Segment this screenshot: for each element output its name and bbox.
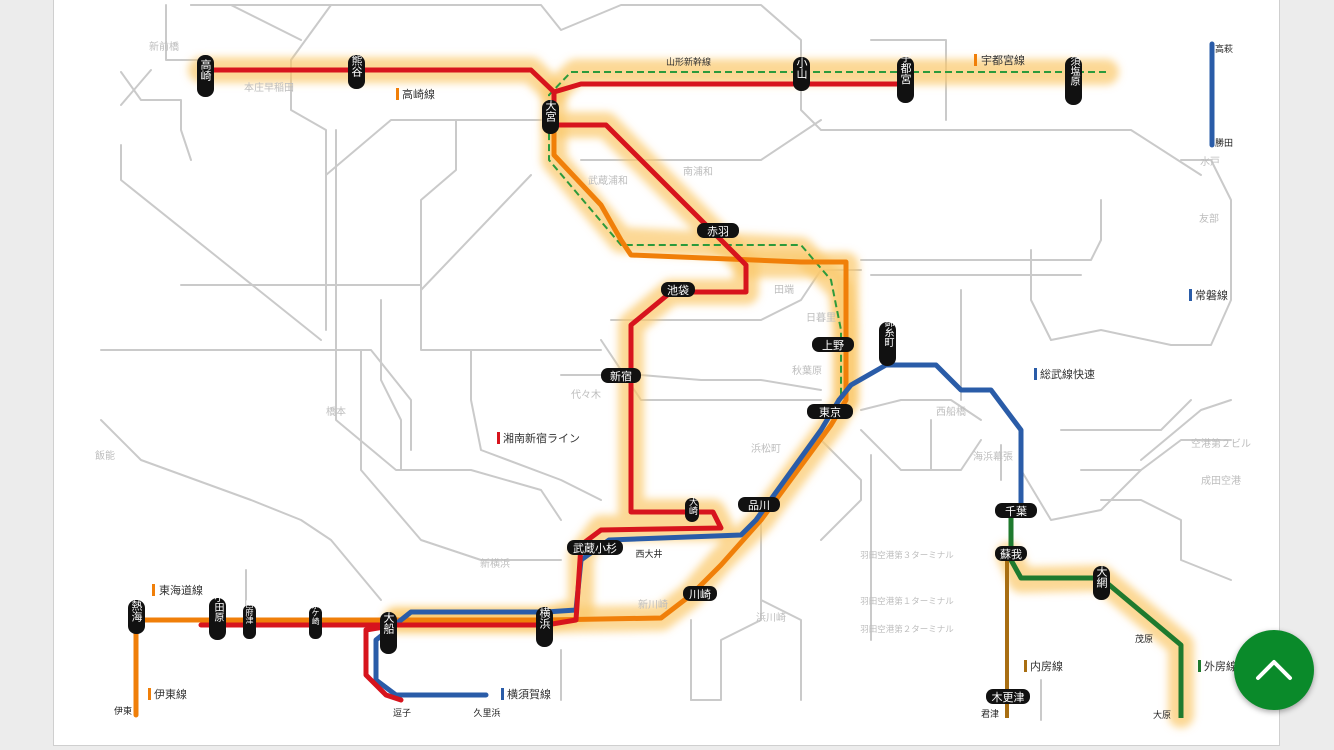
scroll-to-top-button[interactable] — [1234, 630, 1314, 710]
route-map-svg: 新前橋 本庄早稲田 武蔵浦和 南浦和 田端 日暮里 秋葉原 代々木 浜松町 新横… — [95, 4, 1251, 728]
station-chiba: 千葉 — [1005, 504, 1027, 518]
station-pills-horizontal: 赤羽 池袋 上野 新宿 東京 品川 武蔵小杉 川崎 千葉 蘇我 木更津 — [567, 223, 1037, 704]
legend-uchibo: 内房線 — [1030, 659, 1063, 673]
station-takahagi: 高萩 — [1215, 43, 1233, 55]
station-yokohama: 横浜 — [538, 606, 551, 630]
faint-haneda-t1: 羽田空港第１ターミナル — [860, 596, 954, 607]
station-nasushiobara: 那須塩原 — [1068, 46, 1080, 86]
station-kisarazu: 木更津 — [992, 691, 1025, 704]
station-kozu: 国府津 — [245, 600, 254, 625]
station-shinjuku: 新宿 — [610, 369, 632, 383]
station-ohara: 大原 — [1153, 709, 1171, 721]
station-odawara: 小田原 — [212, 592, 224, 622]
faint-shinyokohama: 新横浜 — [480, 557, 510, 570]
station-takasaki: 高崎 — [199, 58, 212, 81]
station-pills-vertical: 高崎 熊谷 小山 宇都宮 那須塩原 大宮 錦糸町 大崎 横浜 大船 熱海 小田原… — [128, 46, 1110, 654]
station-mobara: 茂原 — [1135, 633, 1153, 645]
station-katsuta: 勝田 — [1215, 137, 1233, 149]
faint-nishifunabashi: 西船橋 — [936, 405, 966, 418]
station-kinshicho: 錦糸町 — [882, 316, 894, 347]
station-soga: 蘇我 — [1000, 548, 1022, 561]
legend-shonan: 湘南新宿ライン — [503, 431, 580, 445]
station-ikebukuro: 池袋 — [667, 283, 689, 297]
station-tokyo: 東京 — [819, 405, 841, 419]
faint-labels: 新前橋 本庄早稲田 武蔵浦和 南浦和 田端 日暮里 秋葉原 代々木 浜松町 新横… — [95, 40, 1251, 635]
faint-honjo: 本庄早稲田 — [244, 81, 294, 94]
faint-hamamatsucho: 浜松町 — [751, 442, 781, 455]
station-musashikosugi: 武蔵小杉 — [573, 541, 617, 555]
faint-mito: 水戸 — [1200, 156, 1220, 168]
faint-hashimoto: 橋本 — [326, 405, 346, 418]
station-oyama: 小山 — [795, 57, 808, 79]
legend-joban: 常磐線 — [1195, 288, 1228, 302]
legend-takasaki: 高崎線 — [402, 87, 435, 101]
station-nishioi: 西大井 — [635, 548, 662, 560]
station-kimitsu: 君津 — [981, 709, 999, 720]
legend-tokaido: 東海道線 — [159, 583, 203, 597]
faint-akihabara: 秋葉原 — [792, 364, 822, 377]
station-shinagawa: 品川 — [748, 499, 770, 512]
faint-musashiurawa: 武蔵浦和 — [588, 174, 628, 187]
shinkansen-line — [548, 71, 1106, 395]
legend-yokosuka: 横須賀線 — [507, 687, 551, 701]
legend-yamagata: 山形新幹線 — [666, 56, 711, 68]
legend-sotobo: 外房線 — [1204, 659, 1237, 673]
station-atami: 熱海 — [130, 600, 143, 623]
faint-yoyogi: 代々木 — [571, 389, 601, 401]
faint-minamiurawa: 南浦和 — [683, 165, 713, 178]
faint-tabata: 田端 — [774, 283, 794, 296]
station-kurihama: 久里浜 — [473, 707, 500, 719]
legend: 宇都宮線 高崎線 山形新幹線 湘南新宿ライン 東海道線 伊東線 横須賀線 常磐線… — [148, 53, 1237, 701]
station-utsunomiya: 宇都宮 — [899, 51, 912, 85]
faint-shinmaebashi: 新前橋 — [149, 40, 179, 53]
faint-shinkawasaki: 新川崎 — [638, 598, 668, 611]
station-kumagaya: 熊谷 — [350, 54, 363, 78]
station-chigasaki: 茅ケ崎 — [311, 600, 320, 625]
station-ofuna: 大船 — [382, 611, 395, 635]
station-oami: 大網 — [1095, 565, 1108, 589]
faint-airport-t2: 空港第２ビル — [1191, 437, 1251, 450]
legend-utsunomiya: 宇都宮線 — [981, 53, 1025, 67]
small-station-labels: 高萩 勝田 西大井 逗子 久里浜 伊東 茂原 大原 君津 — [114, 43, 1233, 721]
faint-nippori: 日暮里 — [806, 311, 836, 324]
legend-sobu: 総武線快速 — [1040, 367, 1095, 381]
route-map: 新前橋 本庄早稲田 武蔵浦和 南浦和 田端 日暮里 秋葉原 代々木 浜松町 新横… — [53, 0, 1280, 746]
background-network — [100, 4, 1232, 721]
station-akabane: 赤羽 — [707, 225, 729, 238]
station-ueno: 上野 — [822, 339, 844, 352]
faint-hamakawasaki: 浜川崎 — [756, 611, 786, 624]
station-omiya: 大宮 — [544, 99, 557, 123]
station-osaki: 大崎 — [687, 496, 698, 515]
station-ito: 伊東 — [114, 705, 132, 717]
chevron-up-icon — [1256, 660, 1292, 680]
shonan-shinjuku-line — [198, 67, 904, 703]
faint-tomobe: 友部 — [1199, 212, 1219, 225]
station-zushi: 逗子 — [393, 708, 411, 719]
station-kawasaki: 川崎 — [689, 587, 711, 601]
faint-hanno: 飯能 — [95, 449, 115, 462]
faint-haneda-t3: 羽田空港第３ターミナル — [860, 550, 954, 561]
faint-makuhari: 海浜幕張 — [973, 450, 1013, 463]
faint-haneda-t2: 羽田空港第２ターミナル — [860, 624, 954, 635]
faint-narita-airport: 成田空港 — [1201, 474, 1241, 487]
legend-ito: 伊東線 — [154, 687, 187, 701]
